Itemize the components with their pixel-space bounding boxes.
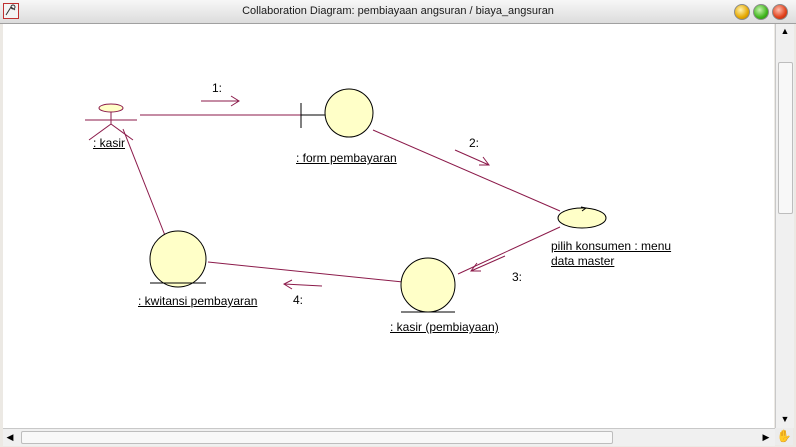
horizontal-scrollbar[interactable]: ◀ ▶ — [3, 428, 775, 446]
scroll-down-icon[interactable]: ▼ — [780, 414, 790, 424]
actor-kasir[interactable] — [85, 103, 137, 141]
scroll-up-icon[interactable]: ▲ — [780, 26, 790, 36]
label-kasir: : kasir — [93, 136, 126, 150]
boundary-form-pembayaran[interactable] — [300, 88, 374, 138]
minimize-button[interactable] — [734, 4, 750, 20]
link-form-menu[interactable] — [372, 129, 561, 212]
collaboration-diagram-icon — [3, 3, 19, 19]
control-menu-data-master[interactable] — [557, 206, 607, 229]
message-arrow-2 — [454, 149, 490, 166]
message-4-label: 4: — [293, 293, 304, 307]
label-kasir-pembiayaan: : kasir (pembiayaan) — [390, 320, 499, 334]
link-kasirpembiayaan-kwitansi[interactable] — [207, 261, 404, 283]
diagram-canvas[interactable]: : kasir : form pembayaran pilih konsumen… — [3, 24, 774, 428]
close-button[interactable] — [772, 4, 788, 20]
label-form-pembayaran: : form pembayaran — [296, 151, 397, 165]
message-arrow-3 — [470, 255, 506, 272]
entity-kwitansi-pembayaran[interactable] — [149, 230, 207, 288]
vertical-scroll-thumb[interactable] — [778, 62, 793, 214]
title-bar[interactable]: Collaboration Diagram: pembiayaan angsur… — [0, 0, 796, 24]
scroll-left-icon[interactable]: ◀ — [6, 432, 14, 442]
entity-kasir-pembiayaan[interactable] — [400, 257, 456, 313]
scroll-right-icon[interactable]: ▶ — [762, 432, 770, 442]
label-menu-line2: data master — [551, 254, 615, 268]
vertical-scrollbar[interactable]: ▲ ▼ — [775, 24, 794, 428]
message-arrow-4 — [282, 279, 323, 290]
message-1-label: 1: — [212, 81, 223, 95]
link-kwitansi-kasir[interactable] — [122, 128, 167, 239]
link-menu-kasirpembiayaan[interactable] — [457, 226, 561, 275]
message-2-label: 2: — [469, 136, 480, 150]
message-3-label: 3: — [512, 270, 523, 284]
message-arrow-1 — [201, 95, 240, 107]
window-title: Collaboration Diagram: pembiayaan angsur… — [242, 5, 554, 17]
maximize-button[interactable] — [753, 4, 769, 20]
label-kwitansi-pembayaran: : kwitansi pembayaran — [138, 294, 258, 308]
hand-tool-icon[interactable]: ✋ — [775, 428, 793, 445]
diagram-svg — [85, 88, 607, 313]
label-menu-line1: pilih konsumen : menu — [551, 239, 672, 253]
horizontal-scroll-thumb[interactable] — [21, 431, 613, 444]
